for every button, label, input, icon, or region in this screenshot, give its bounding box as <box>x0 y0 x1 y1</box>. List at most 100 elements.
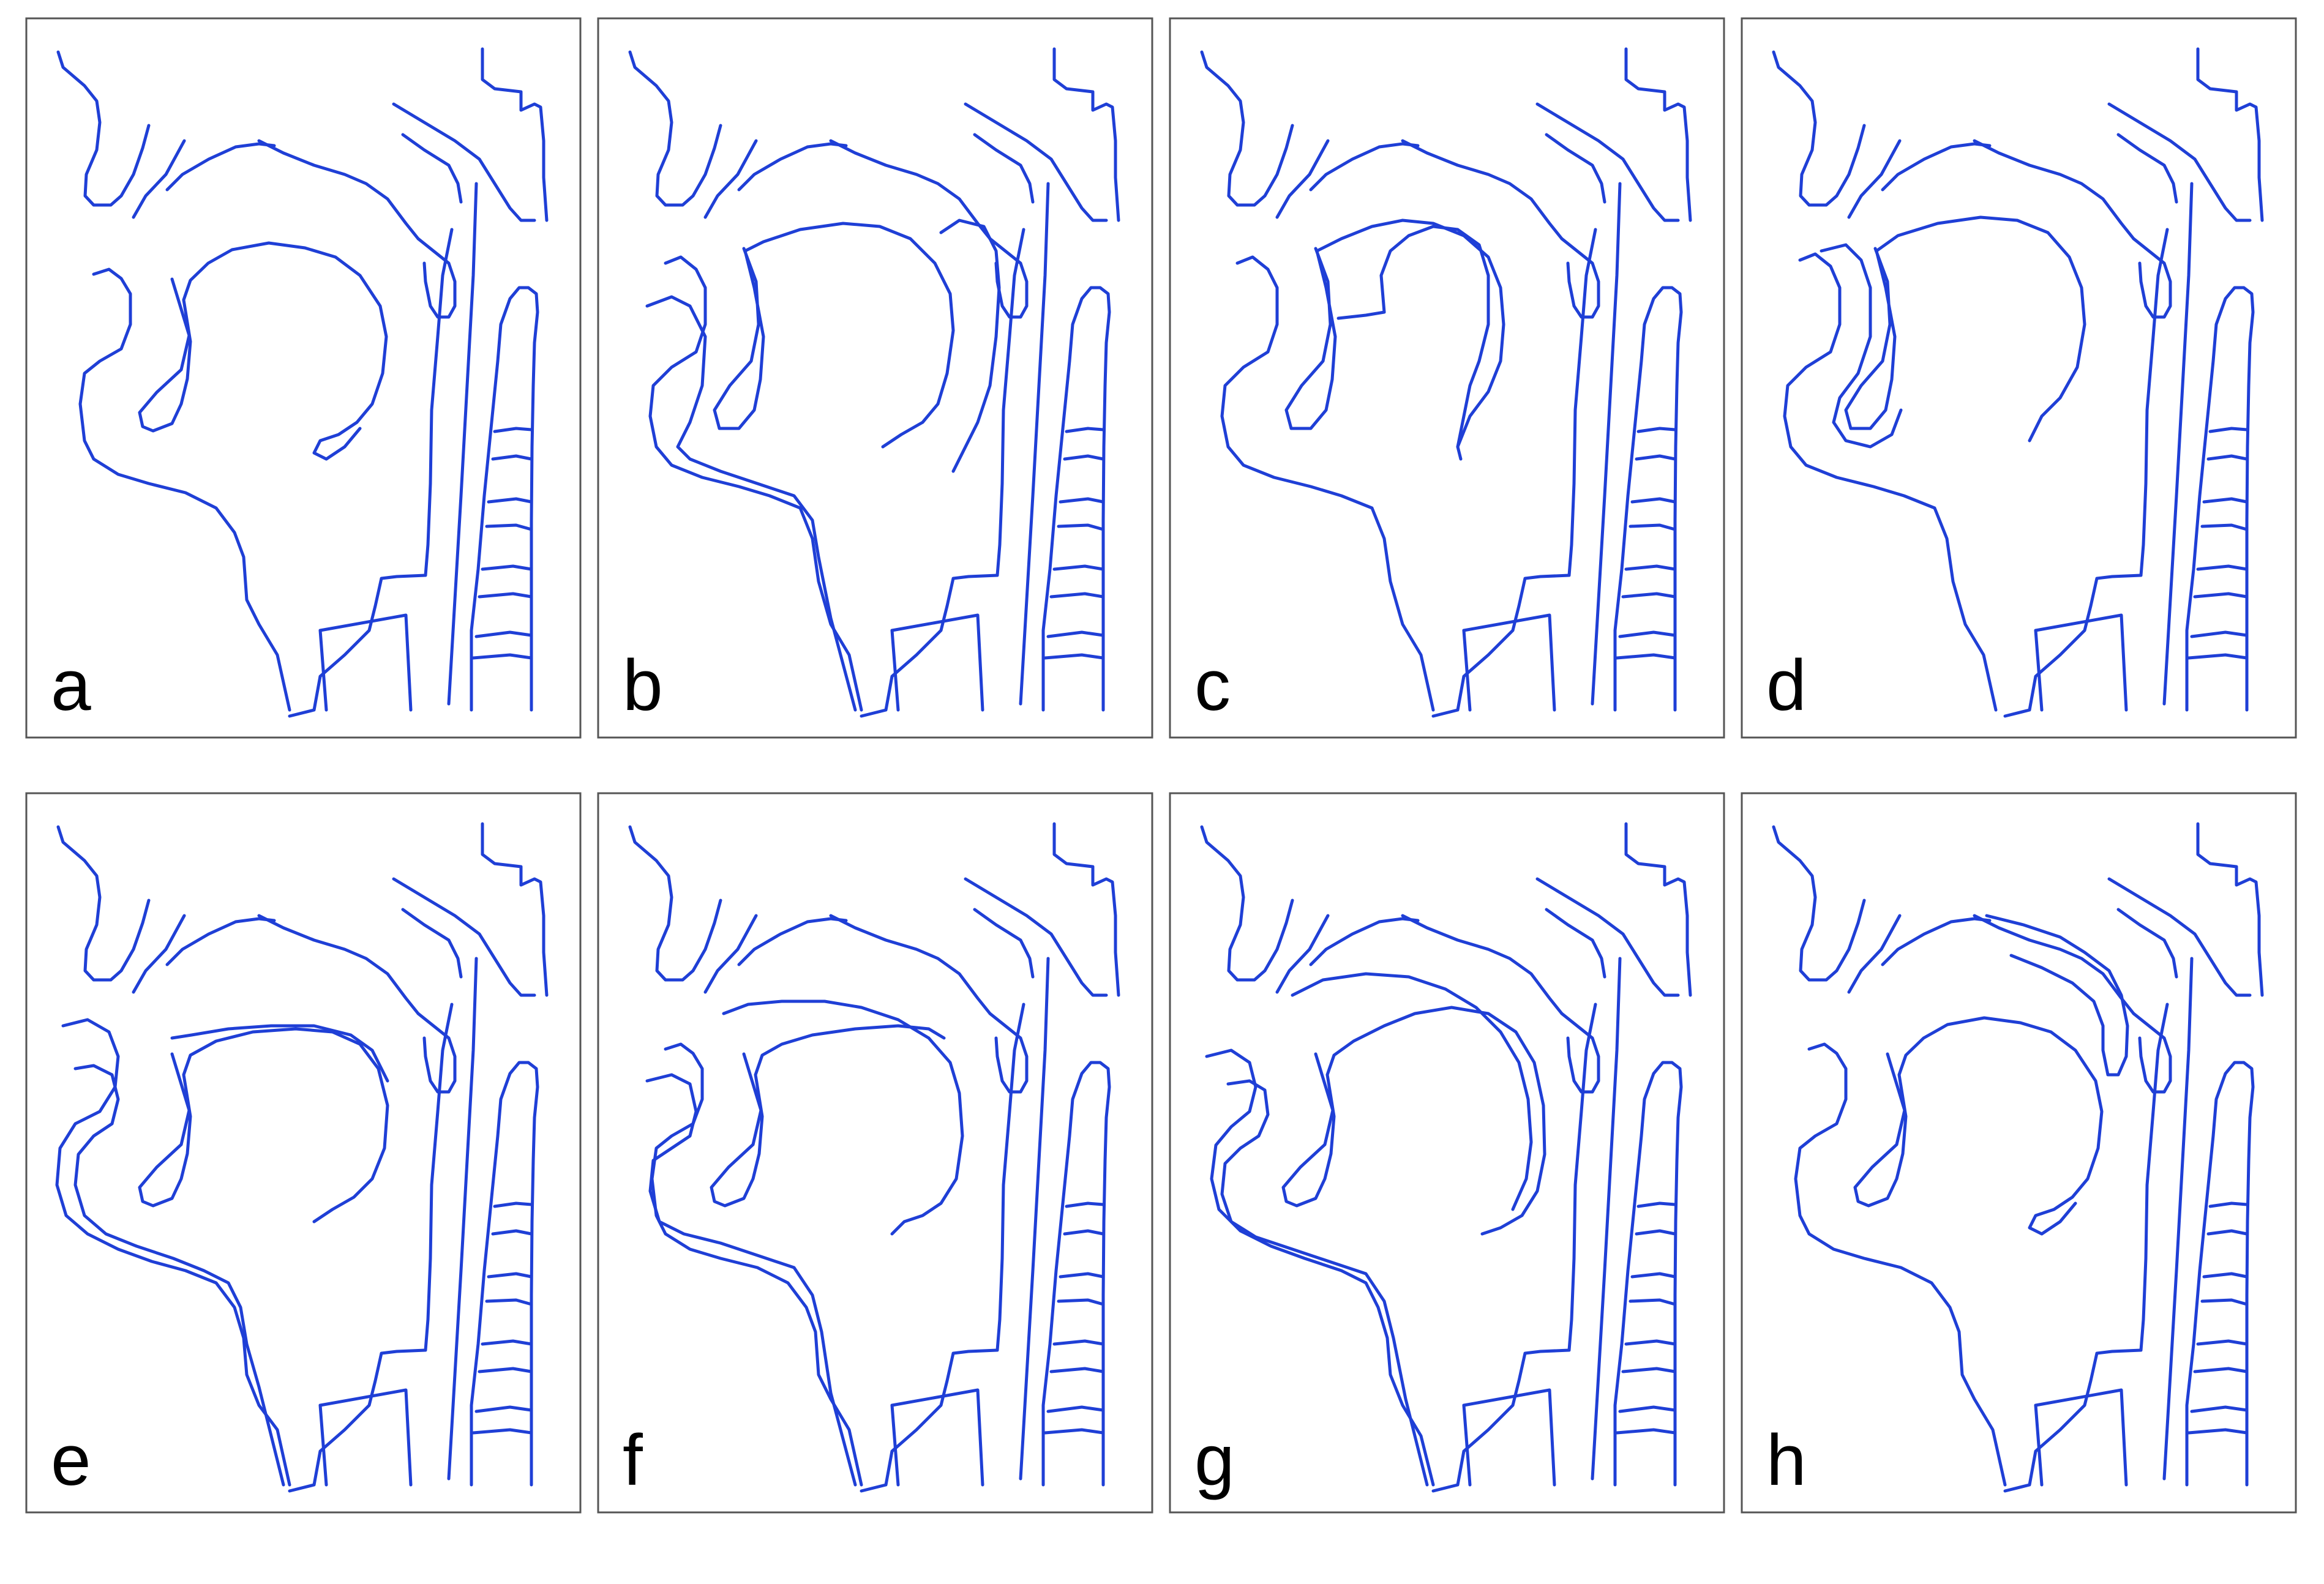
vertebrae-outline-contour <box>470 1061 539 1487</box>
vertebra-2-contour <box>1635 454 1677 461</box>
vertebra-2-contour <box>1063 1229 1105 1236</box>
tongue-contour <box>1853 1016 2104 1236</box>
vertebra-8-contour <box>2187 653 2249 660</box>
pharynx-back-contour <box>447 182 478 706</box>
vertebra-1-contour <box>1065 1201 1105 1208</box>
vocal-tract-outline <box>55 822 549 1493</box>
larynx-box-contour <box>2034 613 2128 712</box>
vertebrae-outline-contour <box>2185 286 2255 712</box>
panel-label: b <box>623 645 663 726</box>
vertebra-4-contour <box>2200 1298 2249 1306</box>
articulator-contour-2 <box>1985 914 2129 1077</box>
vocal-tract-outline <box>56 47 549 718</box>
larynx-box-contour <box>318 613 413 712</box>
upper-lip-face-contour <box>56 50 151 207</box>
vertebra-2-contour <box>491 1229 533 1236</box>
vocal-tract-outline <box>628 47 1120 718</box>
velum-contour <box>2132 237 2172 319</box>
vertebra-1-contour <box>1636 1201 1677 1208</box>
tongue-contour <box>710 1024 946 1208</box>
skull-top-contour <box>2196 822 2264 997</box>
tongue-contour <box>138 241 388 461</box>
nasal-inner-contour <box>1545 133 1606 204</box>
upper-lip-face-contour <box>628 825 722 982</box>
tongue-contour <box>1844 215 2086 443</box>
cervical-front-contour <box>860 228 1025 718</box>
nasal-inner-contour <box>1545 908 1606 979</box>
vertebra-8-contour <box>1615 1428 1677 1435</box>
vertebra-3-contour <box>1059 497 1105 504</box>
vertebra-6-contour <box>1049 592 1105 599</box>
cervical-front-contour <box>1431 1003 1597 1493</box>
panel-d: d <box>1741 17 2297 739</box>
vertebra-1-contour <box>1636 427 1677 433</box>
skull-top-contour <box>481 822 549 997</box>
hard-palate-contour <box>1973 139 2135 241</box>
tongue-contour <box>713 222 955 449</box>
articulator-contour-1 <box>1220 255 1435 712</box>
pharynx-back-contour <box>1591 957 1622 1481</box>
vertebra-5-contour <box>481 564 533 571</box>
nasal-inner-contour <box>401 908 463 979</box>
vertebra-6-contour <box>1621 1367 1677 1373</box>
upper-lip-face-contour <box>628 50 722 207</box>
panel-label: h <box>1766 1420 1807 1501</box>
articulator-contour-3 <box>645 1073 857 1487</box>
articulator-contour-1 <box>1794 1042 2007 1487</box>
vertebra-4-contour <box>2200 523 2249 531</box>
skull-top-contour <box>1052 822 1120 997</box>
vertebrae-outline-contour <box>2185 1061 2255 1487</box>
tongue-contour <box>1284 219 1505 449</box>
vertebra-3-contour <box>1630 1272 1677 1279</box>
articulator-contour-2 <box>1291 972 1533 1211</box>
vertebra-2-contour <box>491 454 533 461</box>
panel-g: g <box>1169 792 1725 1514</box>
vertebra-1-contour <box>493 427 533 433</box>
nasal-inner-contour <box>2116 908 2178 979</box>
panel-label: d <box>1766 645 1807 726</box>
panel-b: b <box>597 17 1153 739</box>
vertebra-1-contour <box>1065 427 1105 433</box>
skull-top-contour <box>2196 47 2264 222</box>
panel-frame <box>1741 792 2297 1514</box>
panel-frame <box>25 792 582 1514</box>
panel-label: e <box>51 1420 91 1501</box>
velum-contour <box>988 1012 1029 1094</box>
panel-h: h <box>1741 792 2297 1514</box>
nasal-back-contour <box>392 102 536 222</box>
nasal-back-contour <box>2107 102 2252 222</box>
articulator-contour-3 <box>73 1064 285 1487</box>
articulator-contour-2 <box>722 999 964 1236</box>
nasal-back-contour <box>1535 877 1680 997</box>
hard-palate-contour <box>257 139 420 241</box>
vertebra-2-contour <box>1635 1229 1677 1236</box>
velum-contour <box>1560 1012 1600 1094</box>
vertebra-4-contour <box>485 1298 533 1306</box>
vertebra-3-contour <box>487 497 533 504</box>
upper-lip-face-contour <box>1200 50 1294 207</box>
hard-palate-contour <box>257 914 420 1015</box>
vocal-tract-outline <box>1772 822 2264 1493</box>
vertebra-5-contour <box>2196 1339 2249 1346</box>
vertebra-5-contour <box>1052 564 1105 571</box>
panel-frame <box>1741 17 2297 739</box>
vertebrae-outline-contour <box>1613 1061 1683 1487</box>
panel-label: c <box>1194 645 1231 726</box>
vertebra-6-contour <box>2193 1367 2249 1373</box>
panel-frame <box>1169 17 1725 739</box>
articulator-contour-2 <box>1336 225 1490 461</box>
pharynx-back-contour <box>2162 182 2194 706</box>
articulator-contour-2 <box>1820 243 1903 449</box>
vertebra-4-contour <box>1057 523 1105 531</box>
velum-contour <box>2132 1012 2172 1094</box>
articulator-contour-2 <box>170 1024 389 1083</box>
hard-palate-contour <box>1973 914 2135 1015</box>
vertebra-5-contour <box>2196 564 2249 571</box>
larynx-box-contour <box>2034 1388 2128 1487</box>
nasal-back-contour <box>2107 877 2252 997</box>
nasal-back-contour <box>964 877 1108 997</box>
panel-frame <box>25 17 582 739</box>
vertebra-1-contour <box>2208 427 2249 433</box>
panel-frame <box>597 17 1153 739</box>
nasal-back-contour <box>1535 102 1680 222</box>
